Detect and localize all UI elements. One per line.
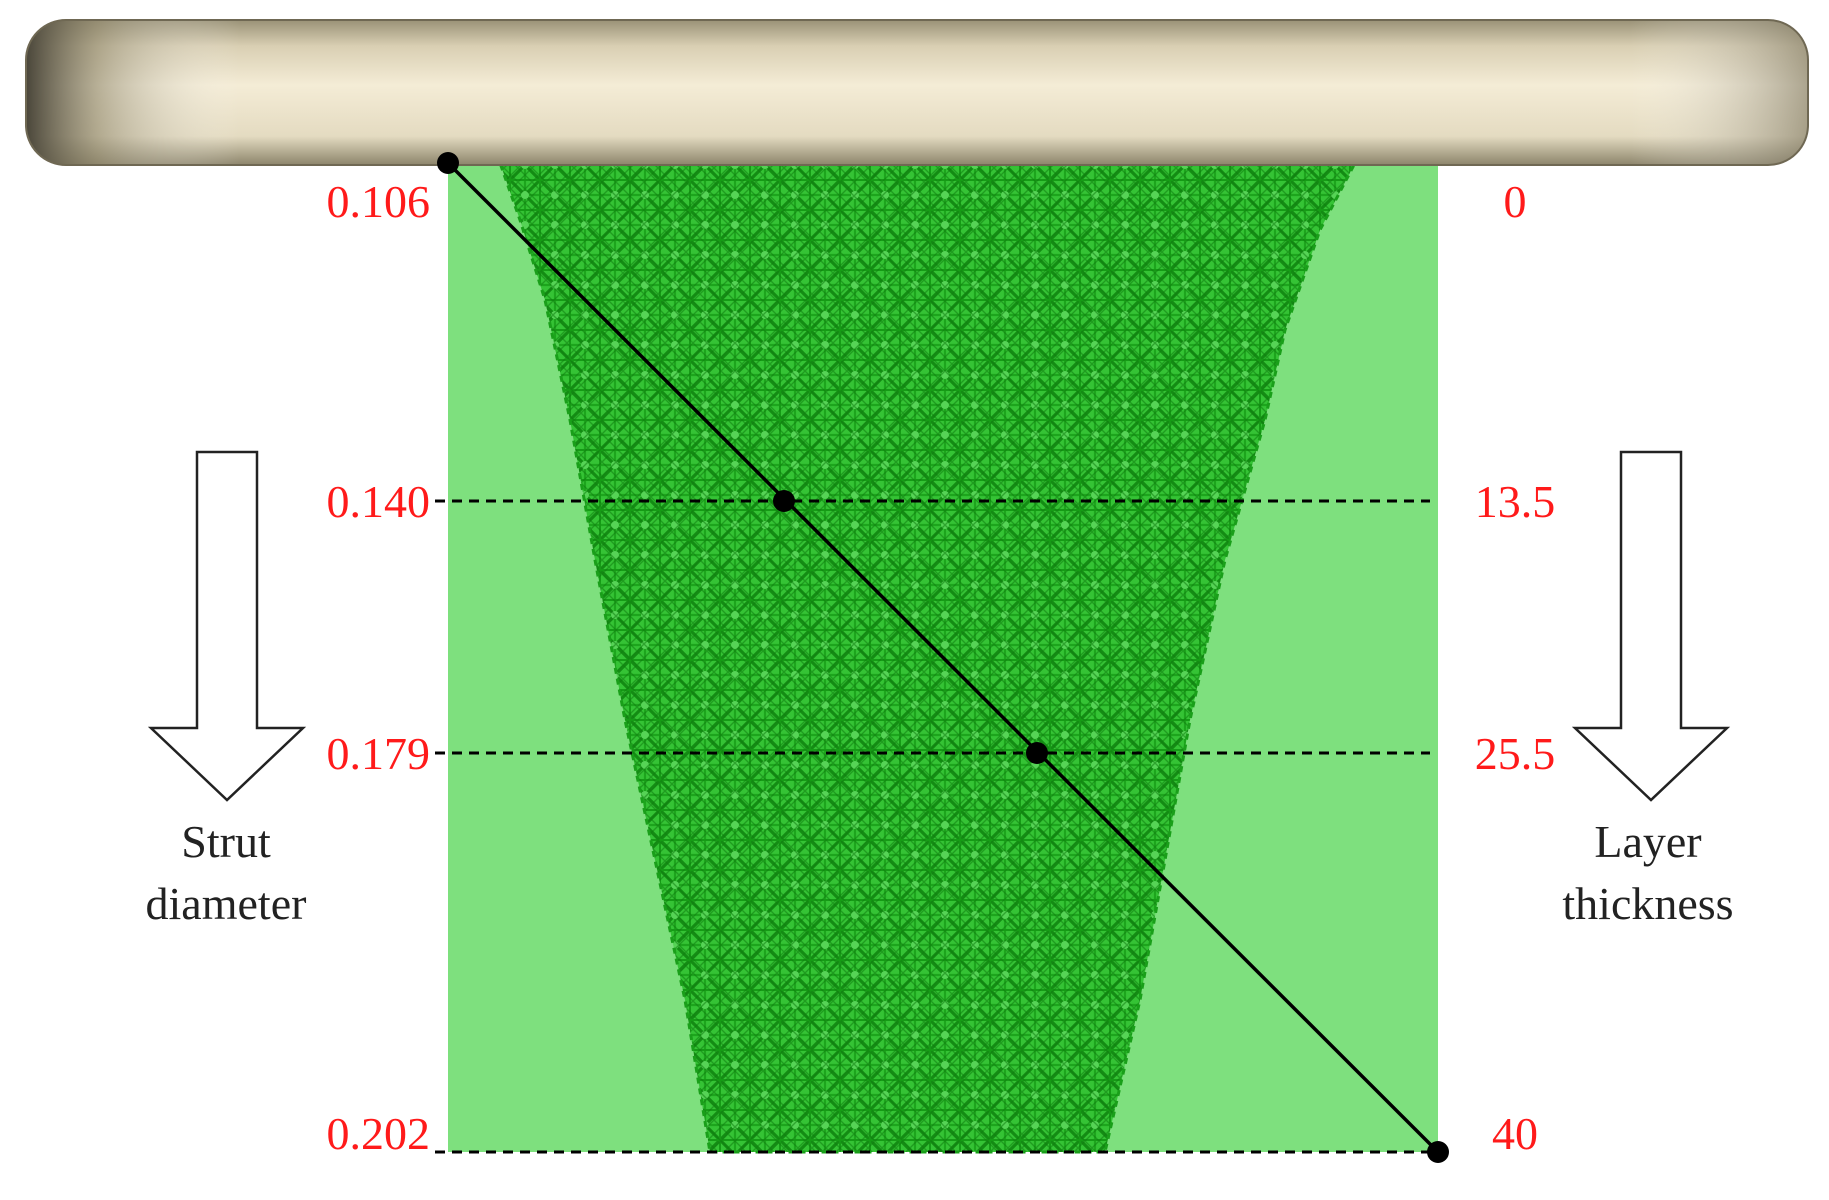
base-plate-disc xyxy=(25,19,1809,166)
layer-thickness-value-2: 13.5 xyxy=(1475,476,1556,527)
layer-thickness-title-line1: Layer xyxy=(1594,816,1701,867)
layer-thickness-value-3: 25.5 xyxy=(1475,728,1556,779)
gradient-point-bottom xyxy=(1427,1141,1449,1163)
gradient-point-13-5 xyxy=(773,490,795,512)
layer-thickness-title-line2: thickness xyxy=(1562,878,1733,929)
strut-diameter-title-line1: Strut xyxy=(181,816,271,867)
strut-diameter-value-1: 0.106 xyxy=(327,176,431,227)
strut-diameter-value-3: 0.179 xyxy=(327,728,431,779)
strut-diameter-arrow-icon xyxy=(147,450,307,802)
strut-diameter-title-line2: diameter xyxy=(146,878,307,929)
gradient-line xyxy=(446,161,1440,1154)
strut-diameter-value-2: 0.140 xyxy=(327,476,431,527)
lattice-structure xyxy=(497,161,1358,1154)
layer-thickness-arrow-icon xyxy=(1571,450,1731,802)
layer-thickness-value-4: 40 xyxy=(1492,1108,1538,1159)
strut-diameter-value-4: 0.202 xyxy=(327,1108,431,1159)
layer-thickness-value-1: 0 xyxy=(1504,176,1527,227)
gradient-point-25-5 xyxy=(1026,742,1048,764)
gradient-point-top xyxy=(437,152,459,174)
